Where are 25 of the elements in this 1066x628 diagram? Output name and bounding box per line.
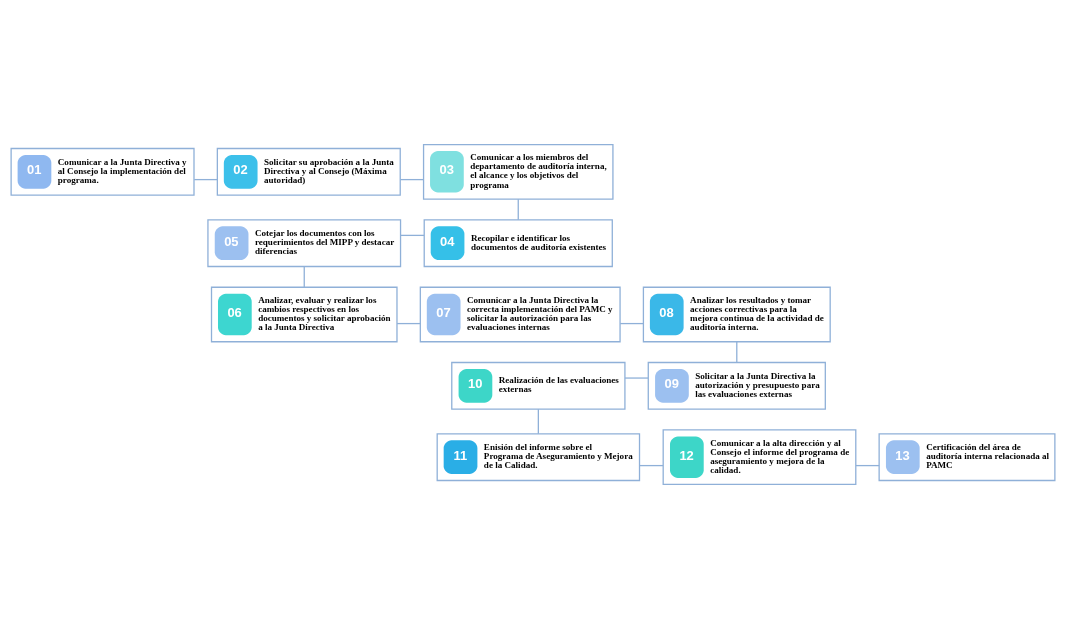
node-box: 07 Comunicar a la Junta Directiva la correcta implementación del PAMC y solicitar la autorización para las evaluaciones internas [419, 286, 621, 342]
connector [619, 322, 644, 324]
connector [517, 198, 519, 220]
connector [396, 322, 421, 324]
connector [855, 464, 880, 466]
node-box: 08 Analizar los resultados y tomar acciones correctivas para la mejora continua de la actividad de auditoría interna. [642, 286, 831, 342]
node-box: 04 Recopilar e identificar los documentos de auditoría existentes [423, 218, 613, 267]
connector [624, 376, 649, 379]
connector [303, 265, 305, 288]
node-box: 13 Certificación del área de auditoría interna relacionada al PAMC [878, 432, 1056, 481]
node-box: 09 Solicitar a la Junta Directiva la autorización y presupuesto para las evaluaciones externas [647, 361, 826, 410]
node-box: 12 Comunicar a la alta dirección y al Consejo el informe del programa de aseguramiento y mejora de la calidad. [662, 428, 857, 485]
connector [537, 408, 539, 434]
connector [736, 340, 738, 363]
node-box: 10 Realización de las evaluaciones externas [451, 361, 626, 410]
connector [399, 178, 425, 180]
node-box: 06 Analizar, evaluar y realizar los cambios respectivos en los documentos y solicitar aprobación a la Junta Directiva [210, 286, 398, 342]
connector [193, 178, 218, 180]
node-box: 03 Comunicar a los miembros del departamento de auditoría interna, el alcance y los objetivos del programa [422, 143, 614, 200]
node-box: 05 Cotejar los documentos con los requerimientos del MIPP y destacar diferencias [207, 218, 402, 267]
node-box: 02 Solicitar su aprobación a la Junta Directiva y al Consejo (Máxima autoridad) [216, 147, 401, 196]
connector [638, 464, 664, 466]
connector [399, 234, 425, 236]
node-box: 11 Enisión del informe sobre el Programa de Aseguramiento y Mejora de la Calidad. [436, 432, 641, 481]
node-box: 01 Comunicar a la Junta Directiva y al Consejo la implementación del programa. [10, 147, 195, 196]
